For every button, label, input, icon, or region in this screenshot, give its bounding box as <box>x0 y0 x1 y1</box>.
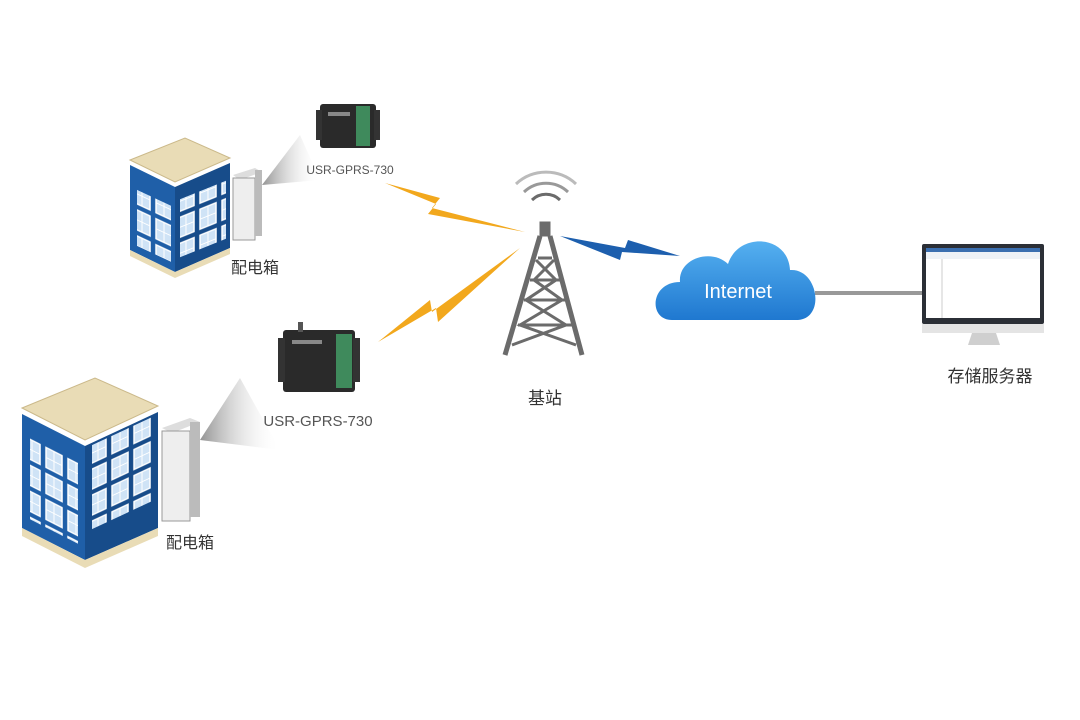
base-station-tower-icon <box>502 170 585 356</box>
building-icon <box>128 137 232 278</box>
cabinet-icon <box>161 418 200 522</box>
cabinet-icon <box>232 168 262 241</box>
device-label: USR-GPRS-730 <box>306 163 394 177</box>
server-label: 存储服务器 <box>948 367 1033 386</box>
box-label: 配电箱 <box>231 259 279 277</box>
tower-label: 基站 <box>528 389 562 408</box>
lightning-signal-1 <box>385 183 525 232</box>
gprs-dtu-device <box>316 104 380 148</box>
device-label: USR-GPRS-730 <box>263 413 372 430</box>
cloud-label: Internet <box>704 281 772 303</box>
gprs-dtu-device <box>278 322 360 392</box>
box-label: 配电箱 <box>166 534 214 552</box>
internet-cloud-icon <box>655 241 816 320</box>
signal-beam <box>262 135 320 185</box>
site-2: USR-GPRS-730 配电箱 <box>20 322 373 568</box>
signal-beam <box>200 378 280 450</box>
server-monitor-icon <box>922 244 1044 345</box>
lightning-signal-3 <box>560 236 680 260</box>
site-1: USR-GPRS-730 配电箱 <box>128 104 394 278</box>
building-icon <box>20 377 160 568</box>
lightning-signal-2 <box>378 248 520 342</box>
